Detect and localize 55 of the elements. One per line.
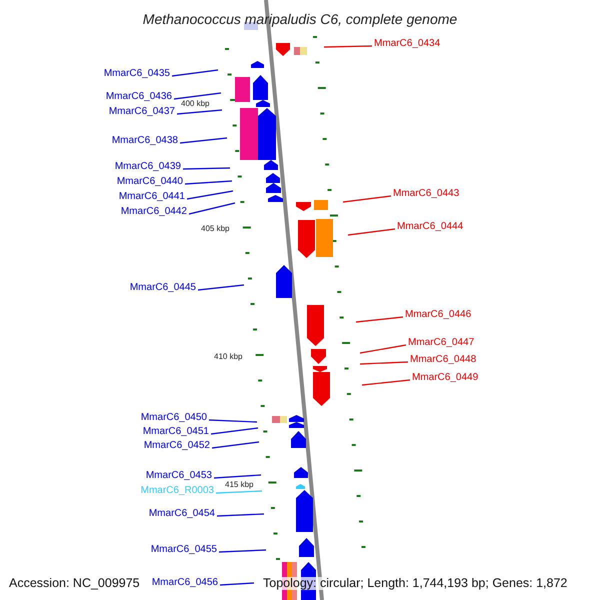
leader-line — [198, 284, 244, 291]
gene-label: MmarC6_0448 — [410, 355, 476, 365]
leader-line — [220, 582, 254, 586]
leader-line — [324, 45, 372, 48]
title: Methanococcus maripaludis C6, complete genome — [142, 12, 458, 26]
gene-label: MmarC6_0447 — [408, 338, 474, 348]
scale-label: 410 kbp — [214, 353, 242, 361]
leader-line — [342, 195, 392, 203]
leader-line — [360, 361, 408, 365]
gene-label: MmarC6_0438 — [112, 136, 178, 146]
genome-info-text: Topology: circular; Length: 1,744,193 bp; Genes: 1,872 — [263, 577, 568, 590]
leader-line — [184, 180, 232, 185]
leader-line — [216, 513, 264, 517]
gene-label: MmarC6_0439 — [114, 162, 181, 172]
gene-label: MmarC6_0453 — [146, 471, 212, 481]
leader-line — [176, 109, 222, 115]
leader-line — [182, 167, 230, 170]
leader-line — [172, 69, 218, 77]
gene-label: MmarC6_0437 — [108, 107, 175, 117]
leader-line — [174, 92, 222, 100]
leader-line — [210, 427, 258, 435]
gene-label: MmarC6_0449 — [412, 373, 478, 383]
leader-line — [212, 441, 260, 449]
gene-label: MmarC6_0456 — [152, 578, 218, 588]
gene-label: MmarC6_0443 — [393, 189, 460, 199]
gene-label: MmarC6_0446 — [405, 310, 472, 320]
leader-line — [360, 344, 406, 354]
leader-line — [186, 190, 234, 200]
scale-label: 400 kbp — [181, 100, 210, 108]
leader-line — [218, 549, 266, 553]
leader-line — [188, 202, 236, 215]
gene-label: MmarC6_0434 — [374, 39, 440, 49]
leader-line — [216, 490, 262, 494]
gene-label: MmarC6_R0003 — [140, 486, 214, 496]
leader-line — [356, 316, 404, 323]
gene-label: MmarC6_0454 — [148, 509, 215, 519]
gene-label: MmarC6_0445 — [130, 283, 196, 293]
gene-label: MmarC6_0435 — [104, 69, 170, 79]
gene-label: MmarC6_0455 — [150, 545, 217, 555]
gene-label: MmarC6_0441 — [118, 192, 185, 202]
leader-line — [180, 137, 228, 144]
leader-line — [348, 228, 396, 236]
gene-label: MmarC6_0452 — [144, 441, 210, 451]
gene-label: MmarC6_0451 — [142, 427, 209, 437]
leader-line — [208, 419, 258, 423]
scale-label: 415 kbp — [224, 481, 254, 489]
gene-label: MmarC6_0440 — [116, 177, 183, 187]
leader-line — [214, 474, 262, 479]
gene-label: MmarC6_0450 — [140, 413, 207, 423]
accession-text: Accession: NC_009975 — [9, 577, 140, 590]
gene-label: MmarC6_0442 — [120, 207, 187, 217]
scale-label: 405 kbp — [201, 225, 230, 233]
gene-label: MmarC6_0444 — [397, 222, 464, 232]
gene-label: MmarC6_0436 — [106, 92, 172, 102]
leader-line — [362, 379, 410, 386]
